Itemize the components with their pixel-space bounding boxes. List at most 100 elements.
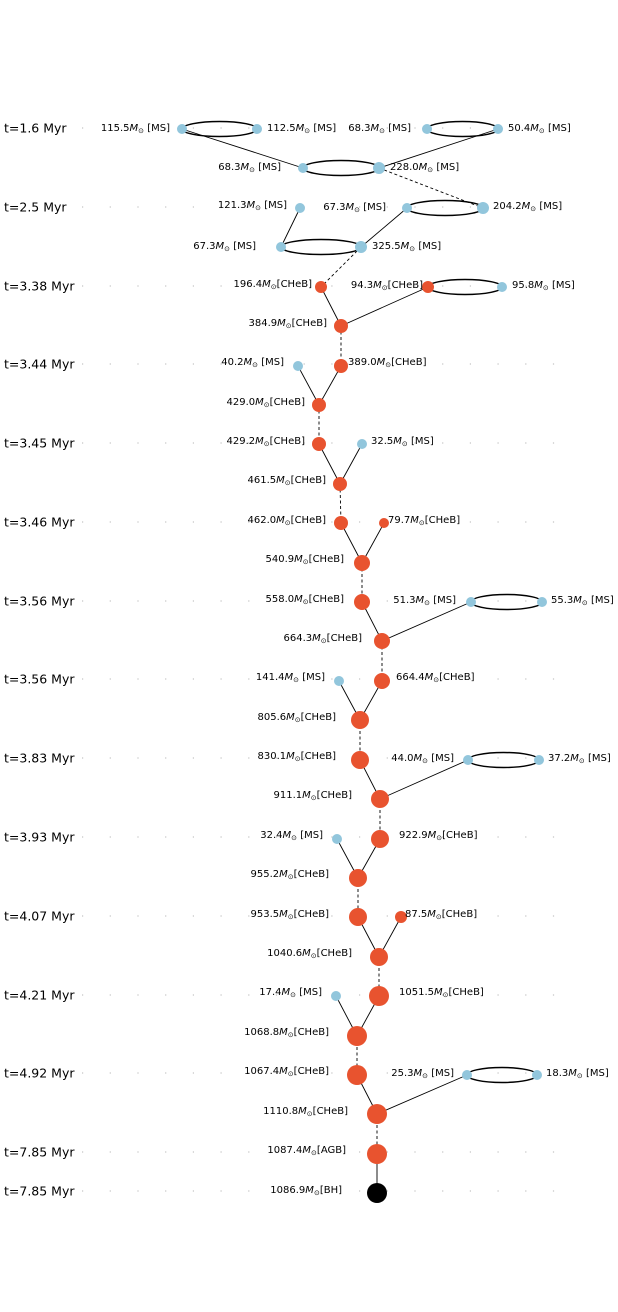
mass-symbol: M (286, 751, 295, 762)
solar-symbol: ⊙ (303, 558, 309, 566)
star-node-cheb (354, 594, 370, 610)
star-mass: 44.0 (391, 753, 413, 764)
time-label: t=3.93 Myr (4, 830, 75, 845)
star-node-cheb (351, 711, 369, 729)
star-phase: [CHeB] (277, 279, 312, 290)
star-mass: 40.2 (221, 357, 243, 368)
star-node-ms (252, 124, 262, 134)
solar-symbol: ⊙ (288, 1031, 294, 1039)
star-node-cheb (349, 869, 367, 887)
evolution-edge (378, 167, 484, 209)
star-node-cheb (315, 281, 327, 293)
star-mass: 95.8 (512, 280, 534, 291)
solar-symbol: ⊙ (303, 598, 309, 606)
merger-edge (318, 365, 342, 406)
star-phase: [MS] (310, 123, 336, 134)
star-node-cheb (422, 281, 434, 293)
solar-symbol: ⊙ (311, 952, 317, 960)
star-phase: [MS] (408, 436, 434, 447)
star-phase: [MS] (360, 202, 386, 213)
star-phase: [MS] (583, 1068, 609, 1079)
star-label: 112.5M⊙ [MS] (267, 123, 336, 135)
star-node-cheb (349, 908, 367, 926)
star-label: 922.9M⊙[CHeB] (399, 830, 478, 842)
time-label: t=4.21 Myr (4, 988, 75, 1003)
star-mass: 32.4 (260, 830, 282, 841)
star-node-ms (295, 203, 305, 213)
star-label: 1040.6M⊙[CHeB] (267, 948, 352, 960)
mass-symbol: M (283, 830, 292, 841)
star-phase: [MS] (255, 162, 281, 173)
star-nodes (177, 124, 547, 1203)
star-phase: [MS] (385, 123, 411, 134)
star-node-cheb (334, 319, 348, 333)
star-mass: 953.5 (251, 909, 280, 920)
star-mass: 196.4 (234, 279, 263, 290)
star-label: 68.3M⊙ [MS] (218, 162, 281, 174)
star-mass: 67.3 (323, 202, 345, 213)
star-node-ms (462, 1070, 472, 1080)
star-mass: 384.9 (249, 318, 278, 329)
mass-symbol: M (414, 753, 423, 764)
star-label: 953.5M⊙[CHeB] (251, 909, 330, 921)
solar-symbol: ⊙ (288, 873, 294, 881)
star-phase: [CHeB] (301, 712, 336, 723)
solar-symbol: ⊙ (249, 166, 255, 174)
mass-symbol: M (312, 633, 321, 644)
mass-symbol: M (294, 554, 303, 565)
star-label: 121.3M⊙ [MS] (218, 200, 287, 212)
star-label: 204.2M⊙ [MS] (493, 201, 562, 213)
star-mass: 32.5 (371, 436, 393, 447)
star-node-ms (355, 241, 367, 253)
star-node-cheb (371, 830, 389, 848)
star-label: 830.1M⊙[CHeB] (258, 751, 337, 763)
star-label: 87.5M⊙[CHeB] (405, 909, 477, 921)
star-node-cheb (395, 911, 407, 923)
binary-orbit (427, 278, 503, 296)
star-phase: [CHeB] (291, 475, 326, 486)
star-phase: [MS] (144, 123, 170, 134)
solar-symbol: ⊙ (433, 676, 439, 684)
solar-symbol: ⊙ (288, 1070, 294, 1078)
solar-symbol: ⊙ (291, 834, 297, 842)
star-mass: 461.5 (248, 475, 277, 486)
solar-symbol: ⊙ (224, 245, 230, 253)
star-label: 1068.8M⊙[CHeB] (244, 1027, 329, 1039)
star-labels: 115.5M⊙ [MS]112.5M⊙ [MS]68.3M⊙ [MS]50.4M… (101, 123, 614, 1197)
star-node-ms (276, 242, 286, 252)
star-phase: [MS] (299, 672, 325, 683)
star-node-cheb (369, 986, 389, 1006)
star-phase: [MS] (549, 280, 575, 291)
star-phase: [CHeB] (294, 869, 329, 880)
star-phase: [CHeB] (313, 1106, 348, 1117)
star-node-cheb (371, 790, 389, 808)
mass-symbol: M (346, 202, 355, 213)
star-mass: 67.3 (193, 241, 215, 252)
binary-orbit (280, 238, 362, 256)
star-mass: 1086.9 (270, 1185, 305, 1196)
star-node-cheb (312, 398, 326, 412)
star-mass: 830.1 (258, 751, 287, 762)
solar-symbol: ⊙ (307, 1110, 313, 1118)
binary-orbit (466, 1066, 538, 1084)
time-label: t=3.44 Myr (4, 357, 75, 372)
solar-symbol: ⊙ (422, 757, 428, 765)
evolution-edge (320, 246, 362, 288)
star-node-cheb (374, 673, 390, 689)
mass-symbol: M (530, 123, 539, 134)
star-phase: [CHeB] (270, 397, 305, 408)
star-label: 1110.8M⊙[CHeB] (263, 1106, 348, 1118)
mass-symbol: M (305, 1185, 314, 1196)
star-mass: 204.2 (493, 201, 522, 212)
star-mass: 25.3 (391, 1068, 413, 1079)
star-mass: 955.2 (251, 869, 280, 880)
star-phase: [CHeB] (388, 280, 423, 291)
star-phase: [MS] (430, 595, 456, 606)
star-phase: [CHeB] (425, 515, 460, 526)
time-label: t=3.45 Myr (4, 436, 75, 451)
solar-symbol: ⊙ (255, 204, 261, 212)
star-node-cheb (367, 1104, 387, 1124)
mass-symbol: M (302, 948, 311, 959)
solar-symbol: ⊙ (419, 519, 425, 527)
